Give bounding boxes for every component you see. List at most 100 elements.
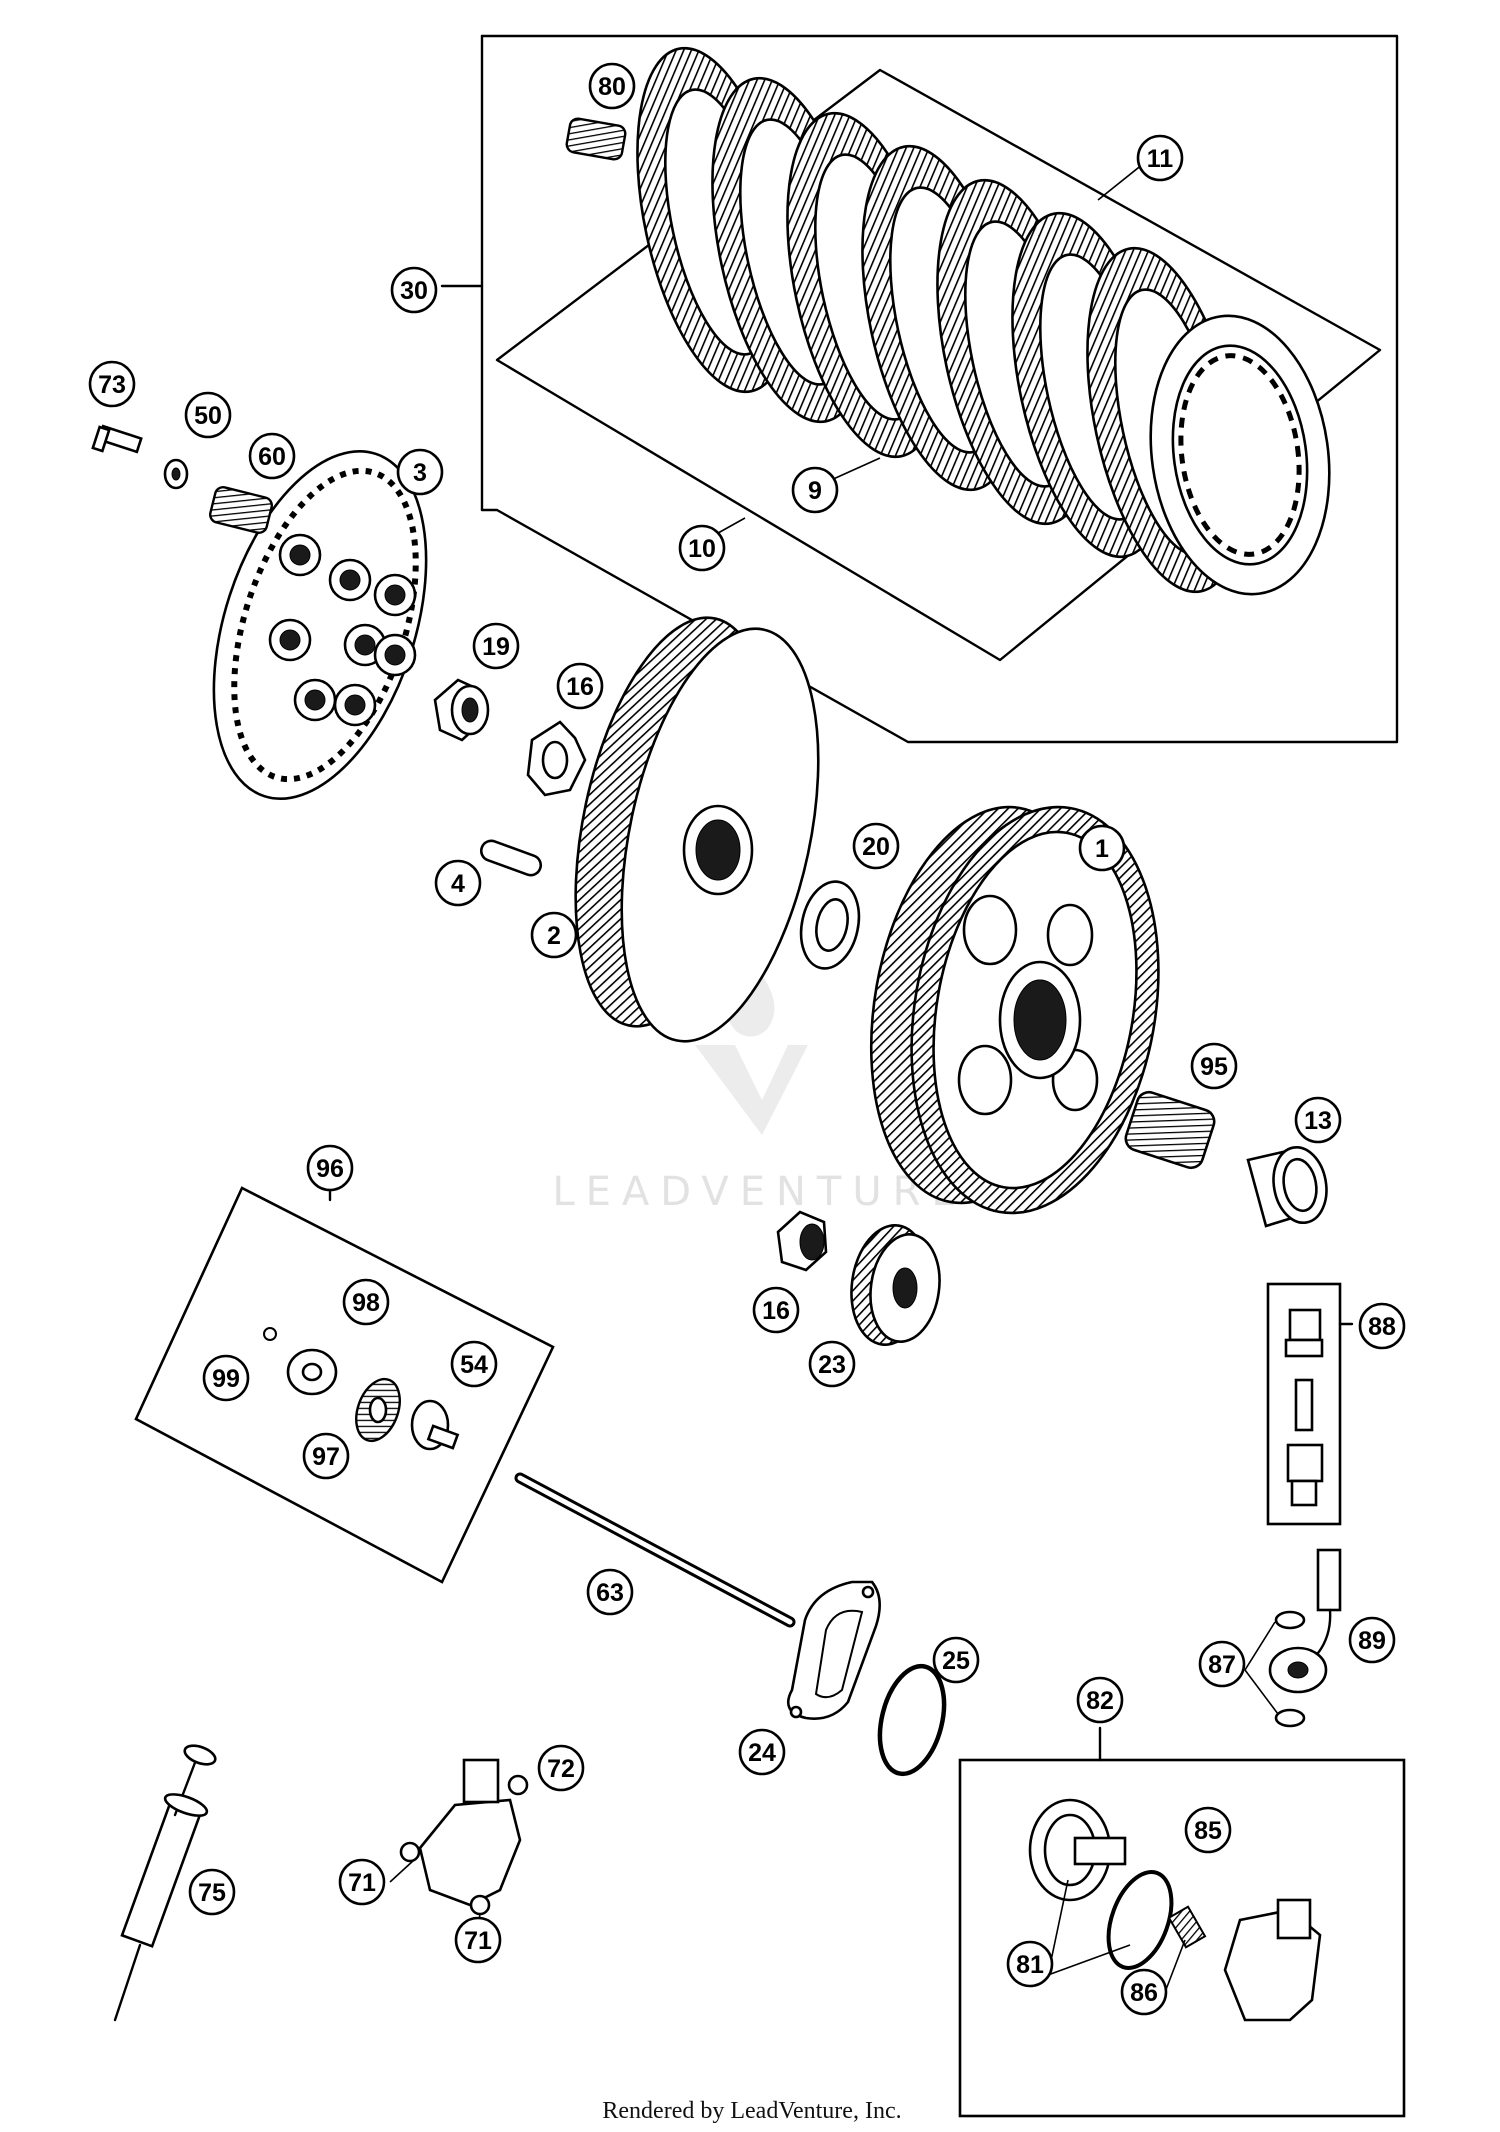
o-ring-25	[877, 1663, 947, 1777]
callout-circle	[390, 266, 438, 314]
leader-87	[1244, 1621, 1279, 1715]
callout-circle	[530, 911, 578, 959]
callout-number: 88	[1368, 1313, 1396, 1341]
callout-number: 99	[212, 1365, 240, 1393]
clutch-basket	[869, 805, 1160, 1215]
callout-13: 13	[1294, 1096, 1342, 1144]
clutch-disc-stack	[636, 46, 1331, 596]
callout-circle	[932, 1636, 980, 1684]
callout-number: 86	[1130, 1979, 1158, 2007]
callout-circle	[537, 1744, 585, 1792]
callout-circle	[1198, 1640, 1246, 1688]
callout-number: 72	[547, 1755, 575, 1783]
callout-number: 25	[942, 1647, 970, 1675]
callout-circle	[302, 1432, 350, 1480]
callout-98: 98	[342, 1278, 390, 1326]
washer-50	[163, 458, 189, 490]
callout-number: 54	[460, 1351, 488, 1379]
callout-99: 99	[202, 1354, 250, 1402]
thrust-washer-20	[799, 880, 861, 970]
pin-4	[479, 839, 543, 877]
callout-75: 75	[188, 1868, 236, 1916]
callout-number: 95	[1200, 1053, 1228, 1081]
callout-63: 63	[586, 1568, 634, 1616]
callout-number: 73	[98, 371, 126, 399]
callout-number: 50	[194, 402, 222, 430]
slave-cylinder-kit-82	[958, 1726, 1406, 2118]
callout-circle	[88, 360, 136, 408]
callout-60: 60	[248, 432, 296, 480]
callout-16: 16	[556, 662, 604, 710]
callout-54: 54	[450, 1340, 498, 1388]
banjo-fitting-89	[1268, 1548, 1342, 1728]
callout-number: 63	[596, 1579, 624, 1607]
callout-24: 24	[738, 1728, 786, 1776]
callout-circle	[306, 1144, 354, 1192]
callout-circle	[450, 1340, 498, 1388]
callout-82: 82	[1076, 1676, 1124, 1724]
callout-circle	[248, 432, 296, 480]
callout-circle	[586, 1568, 634, 1616]
callout-circle	[1078, 824, 1126, 872]
callout-97: 97	[302, 1432, 350, 1480]
inner-clutch-hub	[574, 616, 820, 1043]
callout-50: 50	[184, 391, 232, 439]
callout-circle	[434, 859, 482, 907]
callout-circle	[556, 662, 604, 710]
callout-19: 19	[472, 622, 520, 670]
callout-number: 9	[808, 477, 822, 505]
callout-23: 23	[808, 1340, 856, 1388]
bolt-73	[91, 424, 143, 454]
callout-number: 4	[451, 870, 465, 898]
callout-circle	[852, 822, 900, 870]
callout-number: 98	[352, 1289, 380, 1317]
callout-30: 30	[390, 266, 438, 314]
callout-4: 4	[434, 859, 482, 907]
callout-circle	[738, 1728, 786, 1776]
callout-circle	[791, 466, 839, 514]
callout-circle	[808, 1340, 856, 1388]
callout-circle	[1006, 1940, 1054, 1988]
callout-circle	[188, 1868, 236, 1916]
callout-number: 11	[1147, 145, 1174, 173]
callout-81: 81	[1006, 1940, 1054, 1988]
v-logo	[695, 1045, 808, 1135]
callout-circle	[1190, 1042, 1238, 1090]
callout-11: 11	[1136, 134, 1184, 182]
nut-19	[433, 678, 490, 742]
callout-number: 87	[1208, 1651, 1236, 1679]
callout-circle	[338, 1858, 386, 1906]
callout-number: 75	[198, 1879, 226, 1907]
callout-number: 30	[400, 277, 428, 305]
callout-89: 89	[1348, 1616, 1396, 1664]
needle-bearing-95	[1124, 1090, 1216, 1170]
callout-3: 3	[396, 448, 444, 496]
callout-circle	[472, 622, 520, 670]
callout-circle	[1076, 1676, 1124, 1724]
pressure-plate	[212, 450, 428, 800]
callout-circle	[184, 391, 232, 439]
callout-95: 95	[1190, 1042, 1238, 1090]
callout-73: 73	[88, 360, 136, 408]
callout-80: 80	[588, 62, 636, 110]
callout-circle	[752, 1286, 800, 1334]
callout-circle	[1348, 1616, 1396, 1664]
callout-number: 20	[862, 833, 890, 861]
callout-number: 3	[413, 459, 427, 487]
leadventure-watermark: LEADVENTURE	[552, 960, 957, 1215]
callout-number: 80	[598, 73, 626, 101]
callout-number: 85	[1194, 1817, 1222, 1845]
callout-number: 23	[818, 1351, 846, 1379]
gear-23	[850, 1224, 941, 1346]
clutch-spring-80	[565, 117, 627, 161]
callout-number: 16	[566, 673, 594, 701]
callout-2: 2	[530, 911, 578, 959]
callout-96: 96	[306, 1144, 354, 1192]
callout-72: 72	[537, 1744, 585, 1792]
clutch-slave-cylinder-71	[389, 1758, 529, 1934]
callout-circle	[1358, 1302, 1406, 1350]
callout-number: 82	[1086, 1687, 1114, 1715]
callout-circle	[678, 524, 726, 572]
callout-87: 87	[1198, 1640, 1246, 1688]
callout-25: 25	[932, 1636, 980, 1684]
